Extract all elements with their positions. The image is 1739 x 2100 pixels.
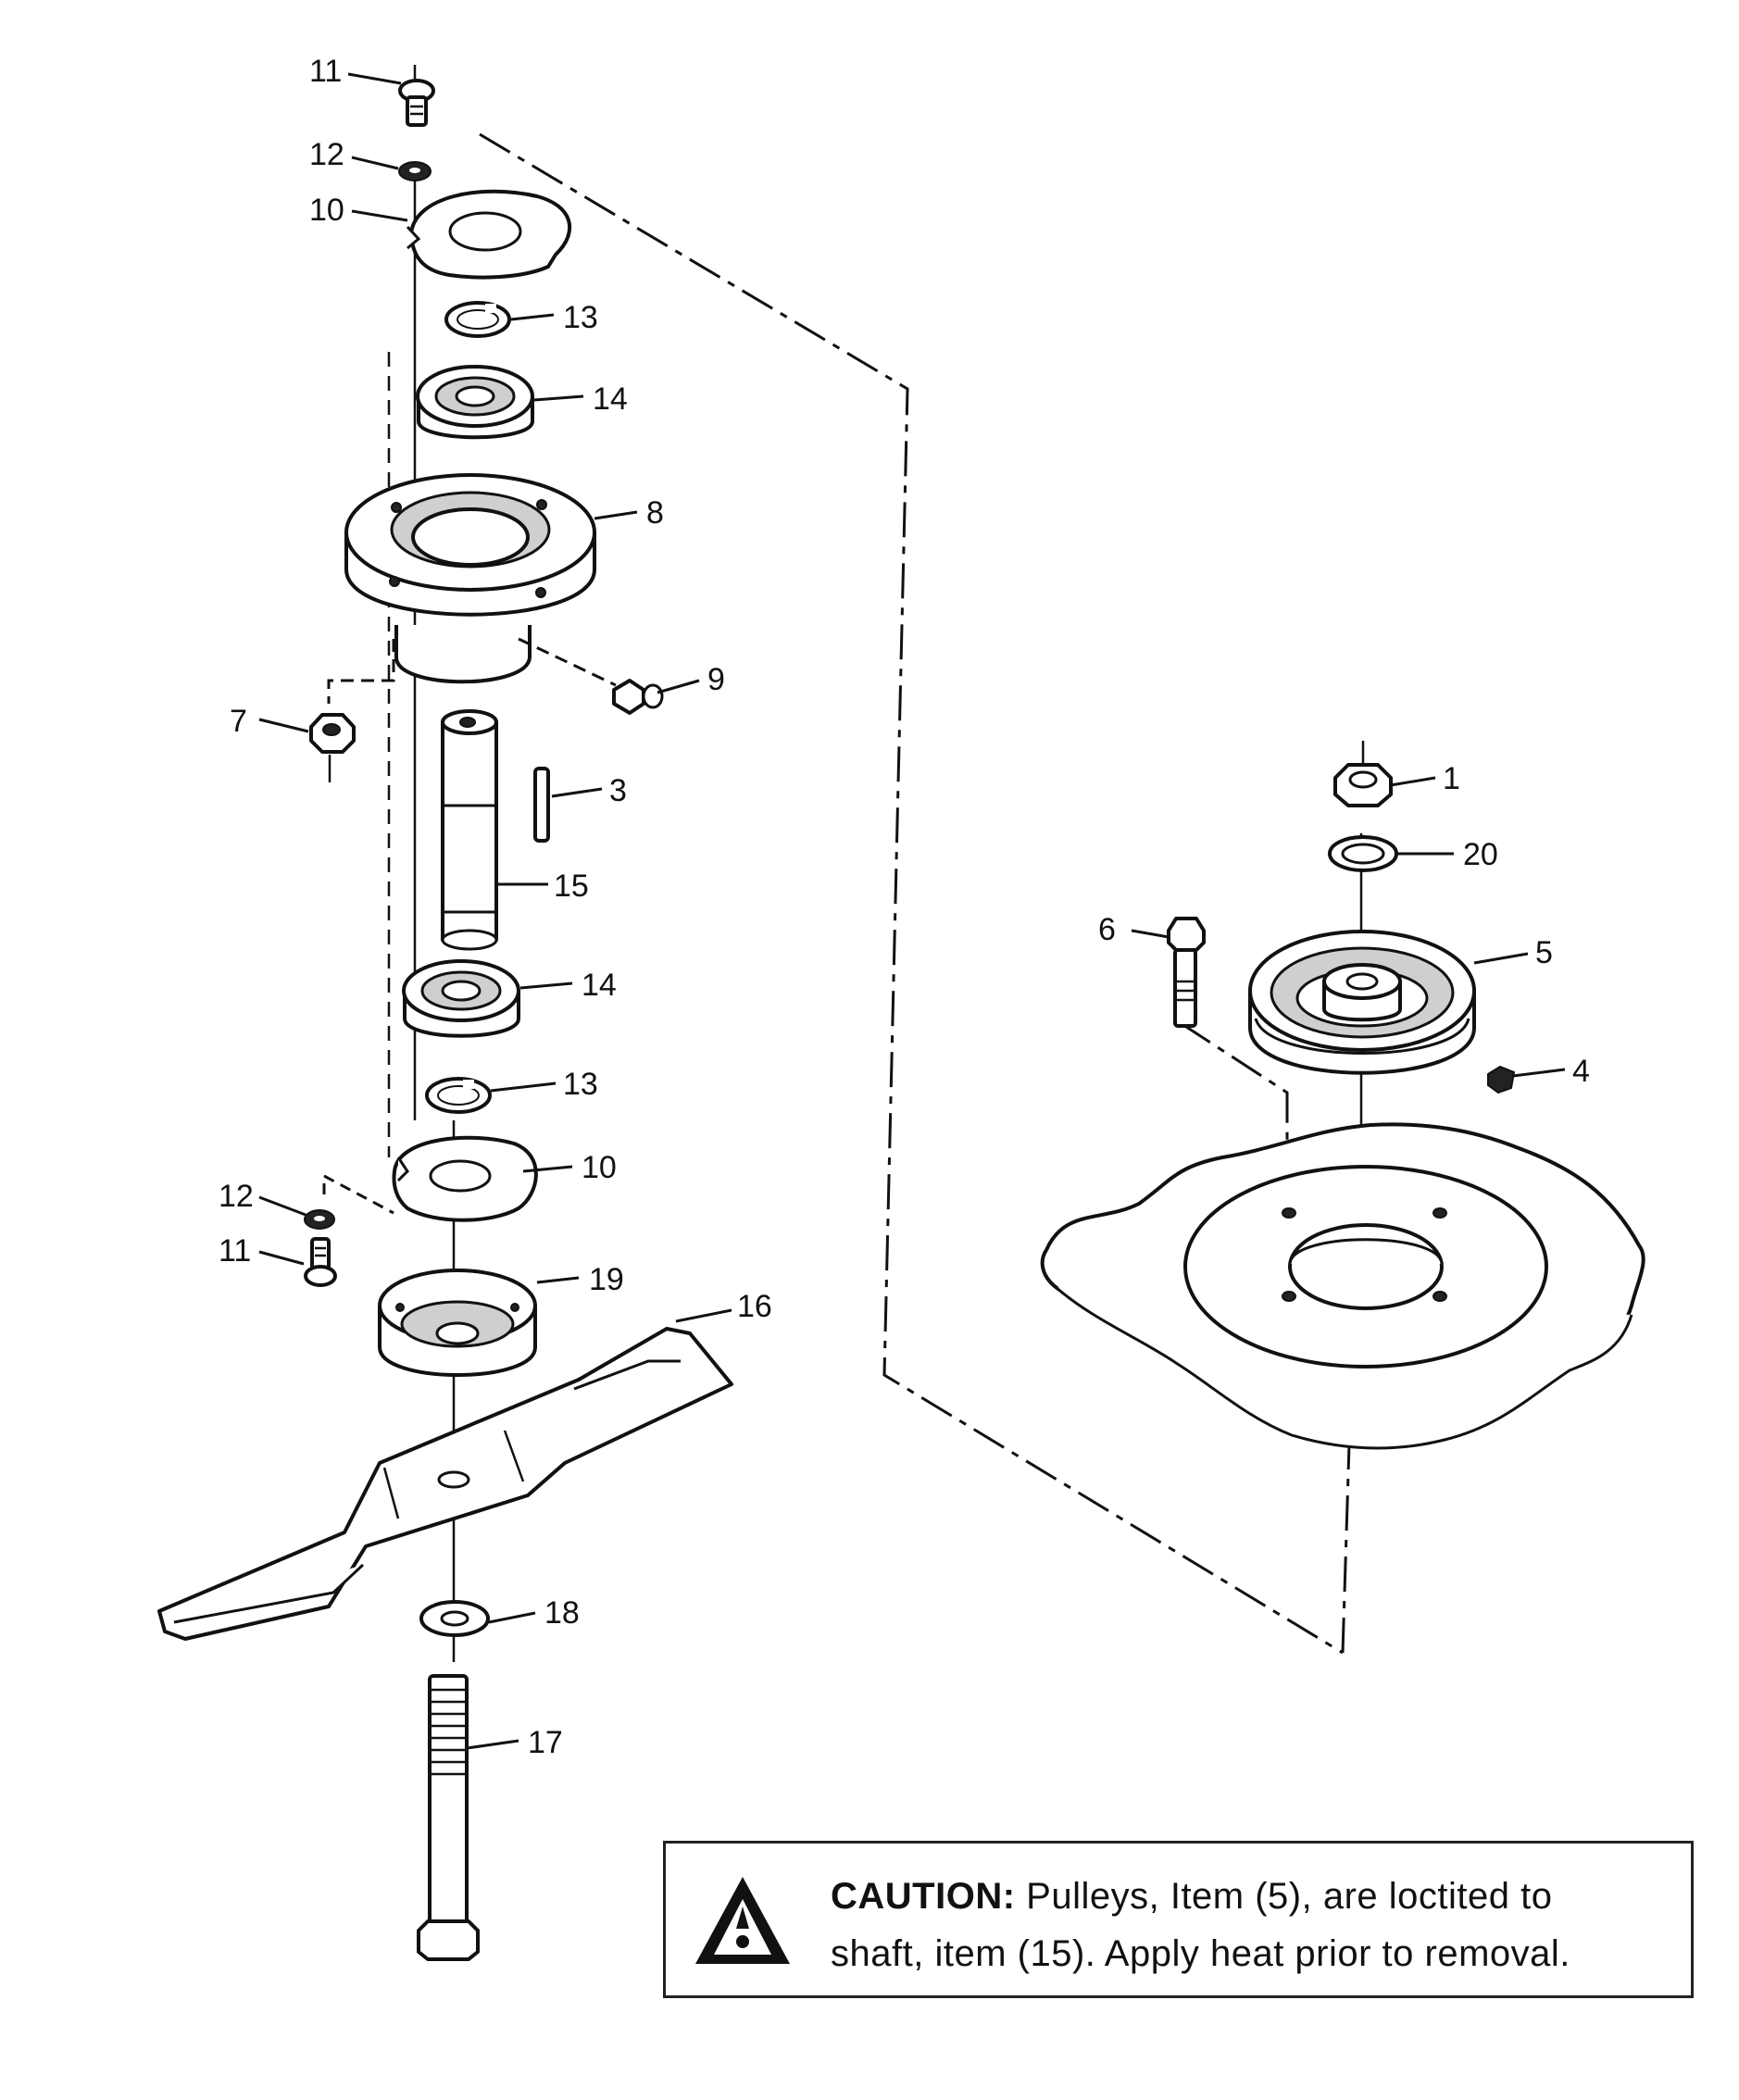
callout-5: 5: [1535, 935, 1553, 970]
callout-3: 3: [609, 773, 627, 808]
grease-fitting-part-9: [518, 637, 664, 715]
screw-part-11-top: [398, 79, 435, 127]
callout-8: 8: [646, 495, 664, 531]
shaft-part-15: [441, 709, 498, 951]
callout-14-lower: 14: [582, 968, 617, 1003]
key-part-3: [533, 767, 550, 843]
caution-line-1-text: Pulleys, Item (5), are loctited to: [1026, 1876, 1553, 1917]
caution-line-2: shaft, item (15). Apply heat prior to re…: [831, 1933, 1570, 1974]
callout-11-lower: 11: [219, 1233, 251, 1269]
mower-deck-plate: [1040, 1122, 1645, 1450]
bearing-part-14-lower: [402, 959, 520, 1038]
caution-box: CAUTION: Pulleys, Item (5), are loctited…: [663, 1841, 1694, 1998]
snap-ring-part-13-lower: [425, 1077, 492, 1114]
screw-part-11-lower: [304, 1237, 337, 1287]
callout-19: 19: [589, 1262, 624, 1297]
bolt-thread-lines: [432, 1688, 465, 1776]
blade-adapter-part-19: [378, 1269, 537, 1377]
callout-14-top: 14: [593, 381, 628, 417]
callout-numbers: 11 12 10 13 14 8 9 7 3 15 14 13 10 12 11…: [219, 54, 1590, 1760]
caution-message: CAUTION: Pulleys, Item (5), are loctited…: [831, 1868, 1664, 1982]
bolt-part-6: [1167, 917, 1206, 1028]
lock-washer-part-12-lower: [304, 1173, 394, 1230]
warning-triangle-icon: [695, 1877, 790, 1964]
caution-label: CAUTION:: [831, 1876, 1016, 1917]
callout-leader-lines: [258, 72, 1566, 1750]
callout-12-top: 12: [309, 137, 344, 172]
set-screw-part-4: [1487, 1065, 1516, 1094]
callout-10-lower: 10: [582, 1150, 617, 1185]
retainer-plate-part-10-top: [406, 189, 572, 280]
blade-part-16: [157, 1327, 733, 1641]
callout-9: 9: [707, 662, 725, 697]
callout-17: 17: [528, 1725, 563, 1760]
callout-10-top: 10: [309, 193, 344, 228]
nut-part-7: [309, 639, 395, 782]
callout-11-top: 11: [309, 54, 342, 89]
callout-20: 20: [1463, 837, 1498, 872]
callout-12-lower: 12: [219, 1179, 254, 1214]
callout-4: 4: [1572, 1054, 1590, 1089]
callout-18: 18: [544, 1595, 580, 1631]
snap-ring-part-13-top: [444, 301, 511, 338]
callout-7: 7: [230, 704, 247, 739]
callout-1: 1: [1443, 761, 1460, 796]
washer-part-20: [1328, 835, 1398, 872]
spindle-housing-part-8: [344, 473, 596, 684]
callout-16: 16: [737, 1289, 772, 1324]
lock-washer-part-12-top: [398, 161, 432, 181]
bolt-part-17: [417, 1674, 480, 1961]
retainer-plate-part-10-lower: [392, 1135, 538, 1222]
pulley-part-5: [1248, 930, 1476, 1075]
washer-part-18: [419, 1600, 490, 1637]
callout-13-top: 13: [563, 300, 598, 335]
callout-6: 6: [1098, 912, 1116, 947]
callout-15: 15: [554, 869, 589, 904]
bearing-part-14-top: [416, 365, 534, 440]
nut-part-1: [1333, 763, 1393, 807]
callout-13-lower: 13: [563, 1067, 598, 1102]
caution-line-1: CAUTION: Pulleys, Item (5), are loctited…: [831, 1868, 1664, 1925]
